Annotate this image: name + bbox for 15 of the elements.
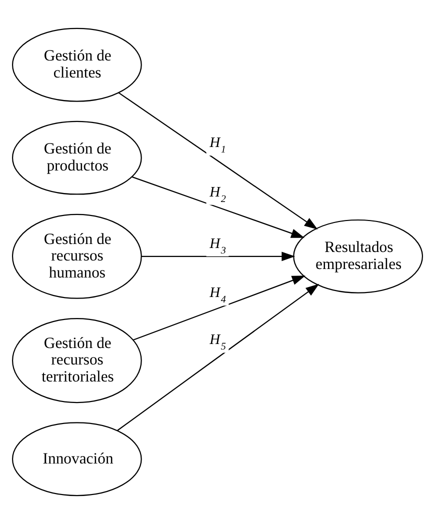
node-ellipse: Gestión de recursos humanos	[12, 213, 142, 298]
node-ellipse: Resultados empresariales	[293, 218, 424, 293]
edge-label: H$_{1}$	[210, 134, 226, 156]
arrow	[141, 251, 296, 261]
node-ellipse: Gestión de clientes	[12, 27, 142, 102]
arrow	[118, 92, 318, 229]
edge-label: H$_{3}$	[210, 235, 226, 256]
node-ellipse: Innovación	[12, 422, 142, 496]
edge-label: H$_{5}$	[210, 332, 226, 352]
arrow	[132, 176, 305, 238]
edge-label: H$_{4}$	[210, 284, 226, 306]
edge-label: H$_{2}$	[210, 184, 226, 204]
node-ellipse: Gestión de recursos territoriales	[12, 318, 142, 403]
node-ellipse: Gestión de productos	[12, 120, 142, 194]
arrow	[132, 275, 306, 340]
